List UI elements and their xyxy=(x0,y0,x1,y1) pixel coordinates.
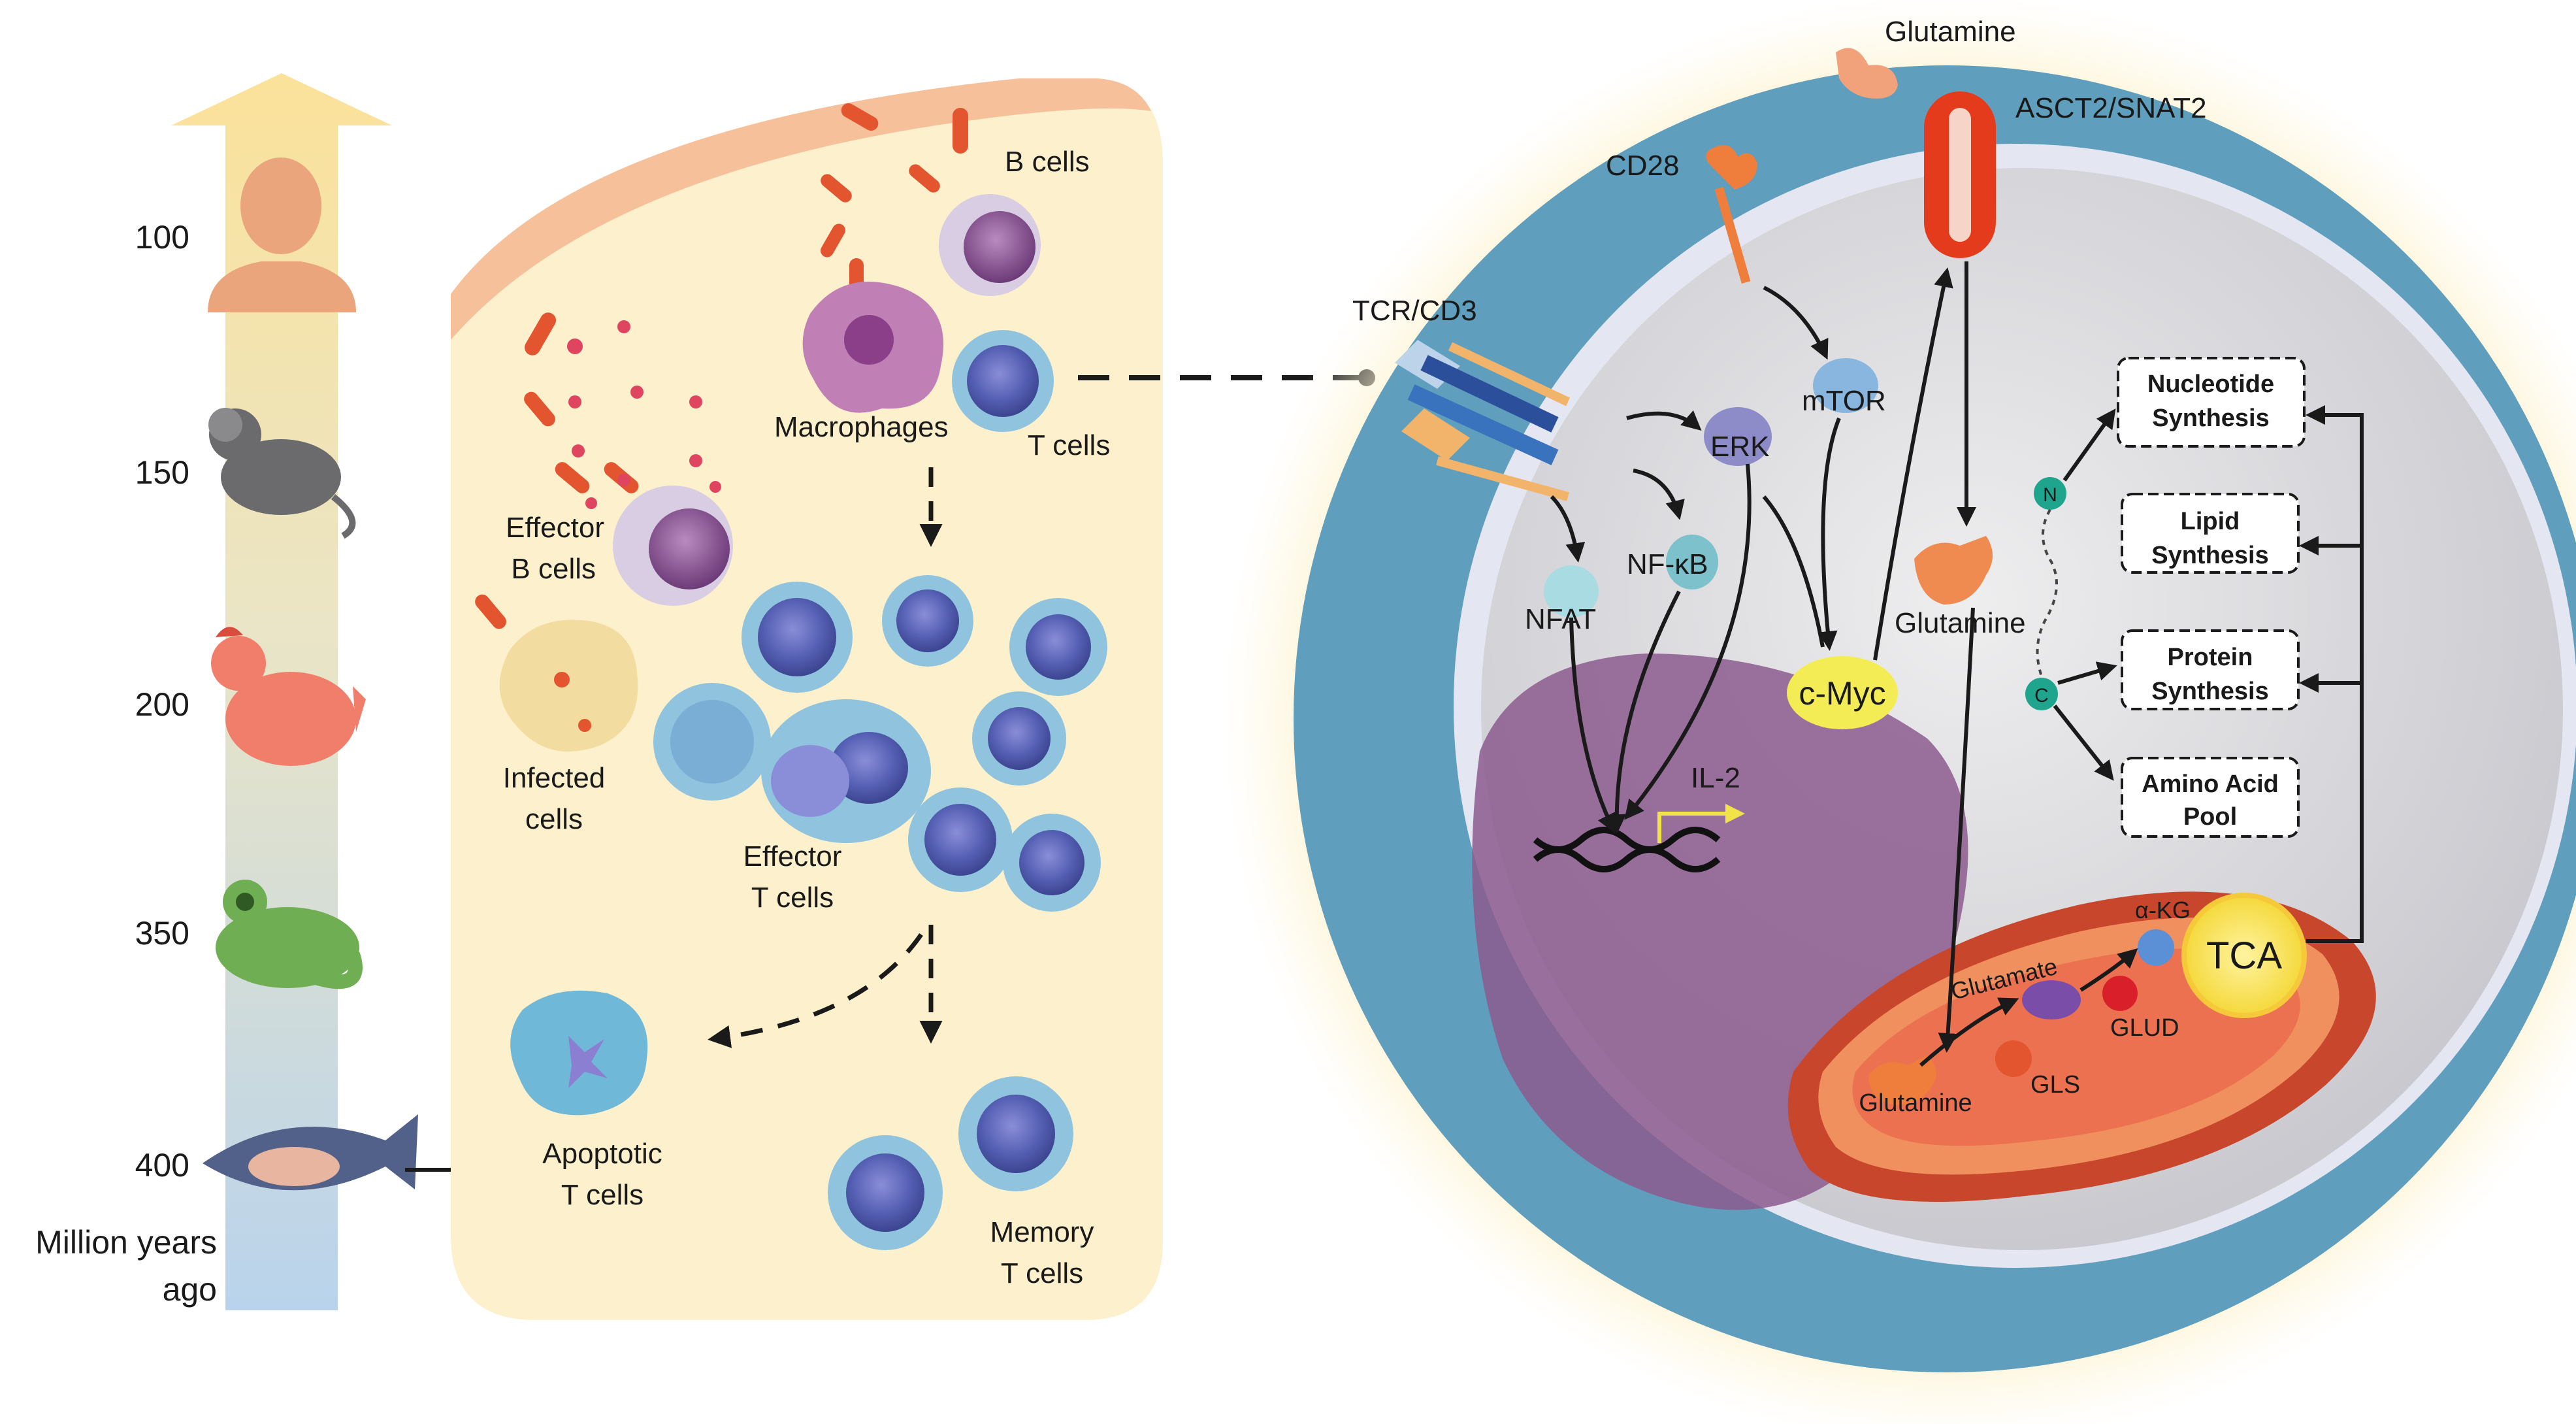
label-il2: IL-2 xyxy=(1691,762,1740,794)
b-cell xyxy=(939,194,1041,296)
label-mito-glutamine: Glutamine xyxy=(1859,1089,1972,1117)
label-cd28: CD28 xyxy=(1606,150,1680,182)
evolution-timeline: 100 150 200 350 400 Million years ago xyxy=(35,73,468,1310)
box-nucleotide-label-2: Synthesis xyxy=(2152,405,2270,432)
tick-400: 400 xyxy=(135,1147,189,1184)
box-lipid-label-1: Lipid xyxy=(2181,508,2240,535)
tick-200: 200 xyxy=(135,686,189,723)
glutamate-enzyme xyxy=(2022,980,2081,1019)
label-effector-t-1: Effector xyxy=(743,840,842,872)
label-memory-2: T cells xyxy=(1001,1257,1083,1289)
signaling-arrows xyxy=(1550,261,2364,1067)
box-protein-label-2: Synthesis xyxy=(2151,678,2269,705)
frog-icon xyxy=(216,880,363,989)
apoptotic-t-cell xyxy=(510,990,648,1116)
label-glutamine-cytosol: Glutamine xyxy=(1895,607,2026,639)
label-erk: ERK xyxy=(1710,431,1769,463)
label-effector-b-1: Effector xyxy=(506,512,604,544)
label-nfat: NFAT xyxy=(1525,603,1596,635)
cytokine-particles xyxy=(567,320,721,509)
macrophage xyxy=(802,282,943,413)
label-infected-1: Infected xyxy=(503,762,606,794)
memory-t-cells xyxy=(828,1076,1073,1250)
nfkb-node xyxy=(1666,535,1718,589)
tcr-cd3-complex xyxy=(1395,340,1570,501)
box-protein xyxy=(2121,629,2300,710)
box-nucleotide-label-1: Nucleotide xyxy=(2147,371,2274,398)
badge-c-label: C xyxy=(2034,685,2049,706)
label-memory-1: Memory xyxy=(990,1216,1094,1248)
box-amino-label-2: Pool xyxy=(2183,803,2237,831)
label-transporter: ASCT2/SNAT2 xyxy=(2015,92,2207,124)
tick-100: 100 xyxy=(135,219,189,256)
human-icon xyxy=(208,157,356,312)
label-tca: TCA xyxy=(2206,935,2282,977)
tick-150: 150 xyxy=(135,454,189,491)
t-cell-presenting xyxy=(952,330,1054,432)
timeline-axis-label-2: ago xyxy=(163,1271,217,1308)
label-tcr-cd3: TCR/CD3 xyxy=(1352,295,1477,327)
tissue-border xyxy=(451,78,1151,340)
box-protein-label-1: Protein xyxy=(2168,644,2253,671)
glutamine-molecule-cytosol xyxy=(1914,536,1993,604)
tca-cycle xyxy=(2181,893,2307,1018)
label-glud: GLUD xyxy=(2110,1014,2179,1042)
left-panel-arrows xyxy=(708,467,943,1048)
box-lipid-label-2: Synthesis xyxy=(2151,542,2269,569)
label-gls: GLS xyxy=(2030,1071,2080,1099)
il2-transcription-arrow xyxy=(1657,804,1745,843)
tick-350: 350 xyxy=(135,915,189,952)
mito-glutamine-molecule xyxy=(1868,1055,1936,1105)
label-b-cells: B cells xyxy=(1005,146,1090,178)
label-nfkb: NF-κB xyxy=(1627,548,1708,580)
label-mtor: mTOR xyxy=(1802,385,1886,417)
label-apoptotic-1: Apoptotic xyxy=(542,1138,662,1170)
effector-b-cell xyxy=(613,486,733,606)
chicken-icon xyxy=(211,627,366,766)
mtor-node xyxy=(1813,358,1878,413)
glud-enzyme xyxy=(2102,976,2138,1011)
badge-n xyxy=(2034,477,2066,510)
badge-c xyxy=(2025,678,2058,710)
label-glutamine-outside: Glutamine xyxy=(1885,16,2016,48)
box-amino-label-1: Amino Acid xyxy=(2142,770,2279,798)
infected-cell xyxy=(499,620,638,752)
gls-enzyme xyxy=(1995,1040,2032,1077)
mouse-icon xyxy=(208,408,356,539)
dna-icon xyxy=(1533,827,1721,872)
label-cmyc: c-Myc xyxy=(1799,675,1885,712)
effector-t-cells xyxy=(742,575,1107,912)
cd28-receptor xyxy=(1706,145,1757,284)
label-infected-2: cells xyxy=(525,803,583,835)
label-effector-t-2: T cells xyxy=(751,882,834,914)
label-macrophages: Macrophages xyxy=(774,411,949,443)
glutamine-molecule-outside xyxy=(1836,48,1898,99)
t-cell-metabolism: Glutamine ASCT2/SNAT2 CD28 TCR/CD3 mTOR … xyxy=(1222,0,2576,1424)
label-t-cells: T cells xyxy=(1028,429,1110,461)
badge-n-label: N xyxy=(2043,484,2057,506)
erk-node xyxy=(1704,407,1772,466)
asct2-snat2-transporter xyxy=(1924,91,1996,258)
label-apoptotic-2: T cells xyxy=(561,1179,644,1211)
box-nucleotide xyxy=(2117,357,2306,448)
nfat-node xyxy=(1544,565,1599,618)
timeline-axis-label-1: Million years xyxy=(35,1224,217,1261)
cytotoxic-t-cell xyxy=(653,683,771,801)
immune-response-panel: B cells Macrophages T cells Effector B c… xyxy=(451,78,1163,1320)
box-lipid xyxy=(2121,493,2300,574)
label-akg: α-KG xyxy=(2135,897,2191,923)
cmyc-node xyxy=(1787,656,1898,729)
akg-molecule xyxy=(2138,929,2174,966)
nc-linker xyxy=(2036,509,2058,677)
label-effector-b-2: B cells xyxy=(511,553,596,585)
box-amino-acid xyxy=(2121,757,2300,838)
fish-icon xyxy=(203,1114,418,1191)
output-boxes xyxy=(2117,357,2306,838)
